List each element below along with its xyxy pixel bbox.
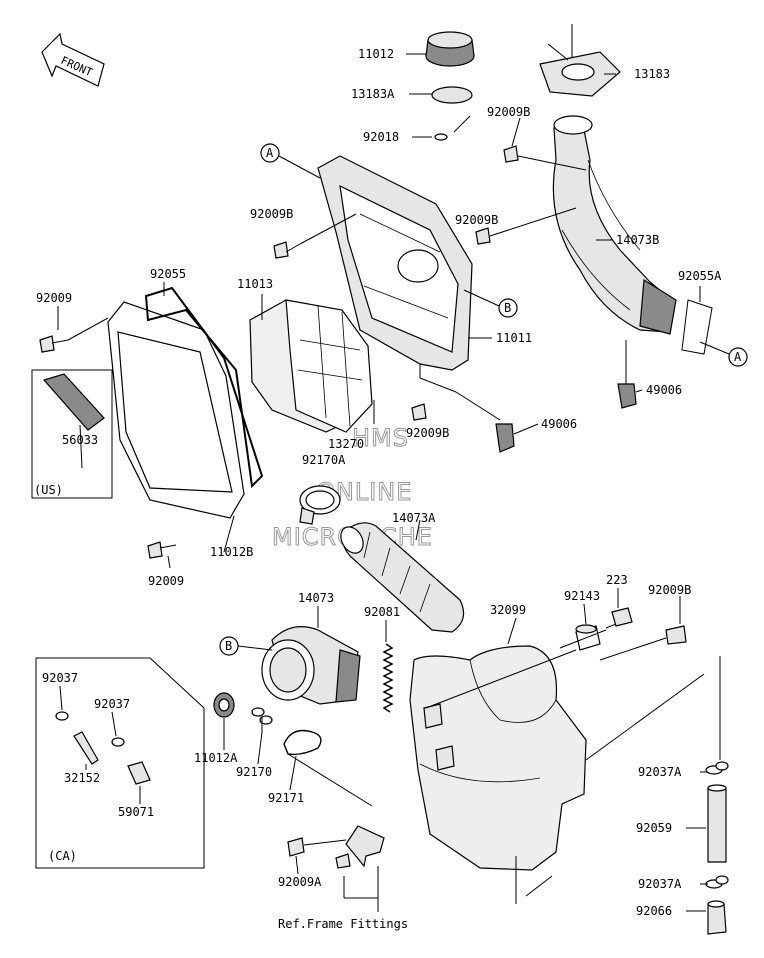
- part-label-92059: 92059: [636, 821, 672, 835]
- part-label-32152: 32152: [64, 771, 100, 785]
- clip-92170-part: [251, 707, 273, 732]
- part-label-11012: 11012: [358, 47, 394, 61]
- part-label-92009b-tank: 92009B: [648, 583, 691, 597]
- spring-part: [382, 643, 394, 713]
- duct-14073-part: [261, 626, 361, 705]
- washer-part: [434, 133, 448, 141]
- part-label-92037a-upper: 92037A: [638, 765, 682, 779]
- ref-mark-a-top: A: [260, 143, 321, 179]
- part-label-92009a: 92009A: [278, 875, 322, 889]
- part-label-92009-lower: 92009: [148, 574, 184, 588]
- part-label-13270: 13270: [328, 437, 364, 451]
- drain-cap-upper-part: [617, 340, 637, 409]
- part-label-92055: 92055: [150, 267, 186, 281]
- ref-mark-a-right-label: A: [734, 350, 742, 364]
- bracket-part: [345, 825, 385, 868]
- leader-lines: [57, 53, 708, 912]
- part-label-14073b: 14073B: [616, 233, 659, 247]
- bolt-92009-upper: [39, 317, 109, 353]
- grommet-part: [213, 692, 235, 718]
- air-box-part: [317, 155, 473, 371]
- part-label-92055a: 92055A: [678, 269, 722, 283]
- drain-cap-lower-part: [419, 364, 515, 453]
- duct-gasket-part: [681, 299, 713, 355]
- ref-frame-fittings-note: Ref.Frame Fittings: [278, 917, 408, 931]
- hose-part: [707, 784, 727, 863]
- part-label-92037a-lower: 92037A: [638, 877, 682, 891]
- part-label-223: 223: [606, 573, 628, 587]
- intake-duct-part: [552, 115, 677, 335]
- plug-part: [707, 900, 727, 935]
- ref-mark-a-right: A: [699, 341, 748, 367]
- front-arrow: FRONT: [41, 32, 105, 87]
- part-label-59071: 59071: [118, 805, 154, 819]
- clamp-92037-left: [55, 711, 69, 721]
- tank-part: [409, 645, 587, 871]
- clamp-92171-part: [283, 729, 322, 756]
- cap-part: [425, 31, 475, 67]
- part-label-92018: 92018: [363, 130, 399, 144]
- bolt-92009b-tank: [599, 625, 687, 661]
- bolt-223-part: [605, 607, 633, 629]
- ref-mark-b-bottom: B: [219, 636, 273, 656]
- ca-box-label: (CA): [48, 849, 77, 863]
- ref-mark-b-top-label: B: [504, 301, 511, 315]
- part-label-11012a: 11012A: [194, 751, 238, 765]
- watermark-line-1: HMS: [352, 424, 409, 452]
- part-label-92009b-center: 92009B: [455, 213, 498, 227]
- ref-mark-a-top-label: A: [266, 146, 274, 160]
- us-box: 56033 (US): [31, 369, 113, 499]
- part-label-56033: 56033: [62, 433, 98, 447]
- bolt-92009-lower: [147, 541, 177, 559]
- ref-mark-b-bottom-label: B: [225, 639, 232, 653]
- cover-plate-part: [539, 24, 621, 97]
- part-labels: 11012 13183 13183A 92018 92009B 92009B 9…: [36, 47, 722, 931]
- part-label-92143: 92143: [564, 589, 600, 603]
- collar-part: [425, 624, 601, 709]
- hose-clamp-upper-part: [705, 761, 729, 775]
- part-label-11013: 11013: [237, 277, 273, 291]
- part-label-92170: 92170: [236, 765, 272, 779]
- part-label-92081: 92081: [364, 605, 400, 619]
- bolt-92009b-center: [475, 207, 577, 245]
- cover-gasket-part: [144, 286, 264, 489]
- part-label-92171: 92171: [268, 791, 304, 805]
- part-label-92009b-top: 92009B: [487, 105, 530, 119]
- part-label-92170a: 92170A: [302, 453, 346, 467]
- part-label-92066: 92066: [636, 904, 672, 918]
- filter-frame-part: [285, 299, 373, 433]
- ca-box: (CA): [35, 657, 205, 869]
- part-label-14073: 14073: [298, 591, 334, 605]
- part-label-13183a: 13183A: [351, 87, 395, 101]
- duct-14073a-part: [340, 522, 465, 633]
- clamp-92037-right: [111, 737, 125, 747]
- seal-disc-part: [431, 86, 473, 104]
- part-label-92037-right: 92037: [94, 697, 130, 711]
- part-label-14073a: 14073A: [392, 511, 436, 525]
- part-label-13183: 13183: [634, 67, 670, 81]
- pipe-32152: [73, 731, 99, 765]
- us-box-label: (US): [34, 483, 63, 497]
- part-label-49006-upper: 49006: [646, 383, 682, 397]
- part-label-32099: 32099: [490, 603, 526, 617]
- bolt-92009b-bottom: [411, 403, 427, 421]
- part-label-11011: 11011: [496, 331, 532, 345]
- bolt-92009b-top: [503, 145, 587, 171]
- bolt-92009b-left: [273, 213, 357, 259]
- air-box-cover-part: [107, 301, 245, 519]
- ref-mark-b-top: B: [463, 289, 518, 318]
- part-label-92037-left: 92037: [42, 671, 78, 685]
- part-label-92009b-bottom: 92009B: [406, 426, 449, 440]
- part-label-92009-upper: 92009: [36, 291, 72, 305]
- part-label-49006-lower: 49006: [541, 417, 577, 431]
- hose-clamp-lower-part: [705, 875, 729, 889]
- clamp-92170a-part: [299, 485, 341, 525]
- part-label-11012b: 11012B: [210, 545, 253, 559]
- bolt-92009a-part: [287, 837, 351, 869]
- fitting-59071: [127, 761, 151, 785]
- part-label-92009b-left: 92009B: [250, 207, 293, 221]
